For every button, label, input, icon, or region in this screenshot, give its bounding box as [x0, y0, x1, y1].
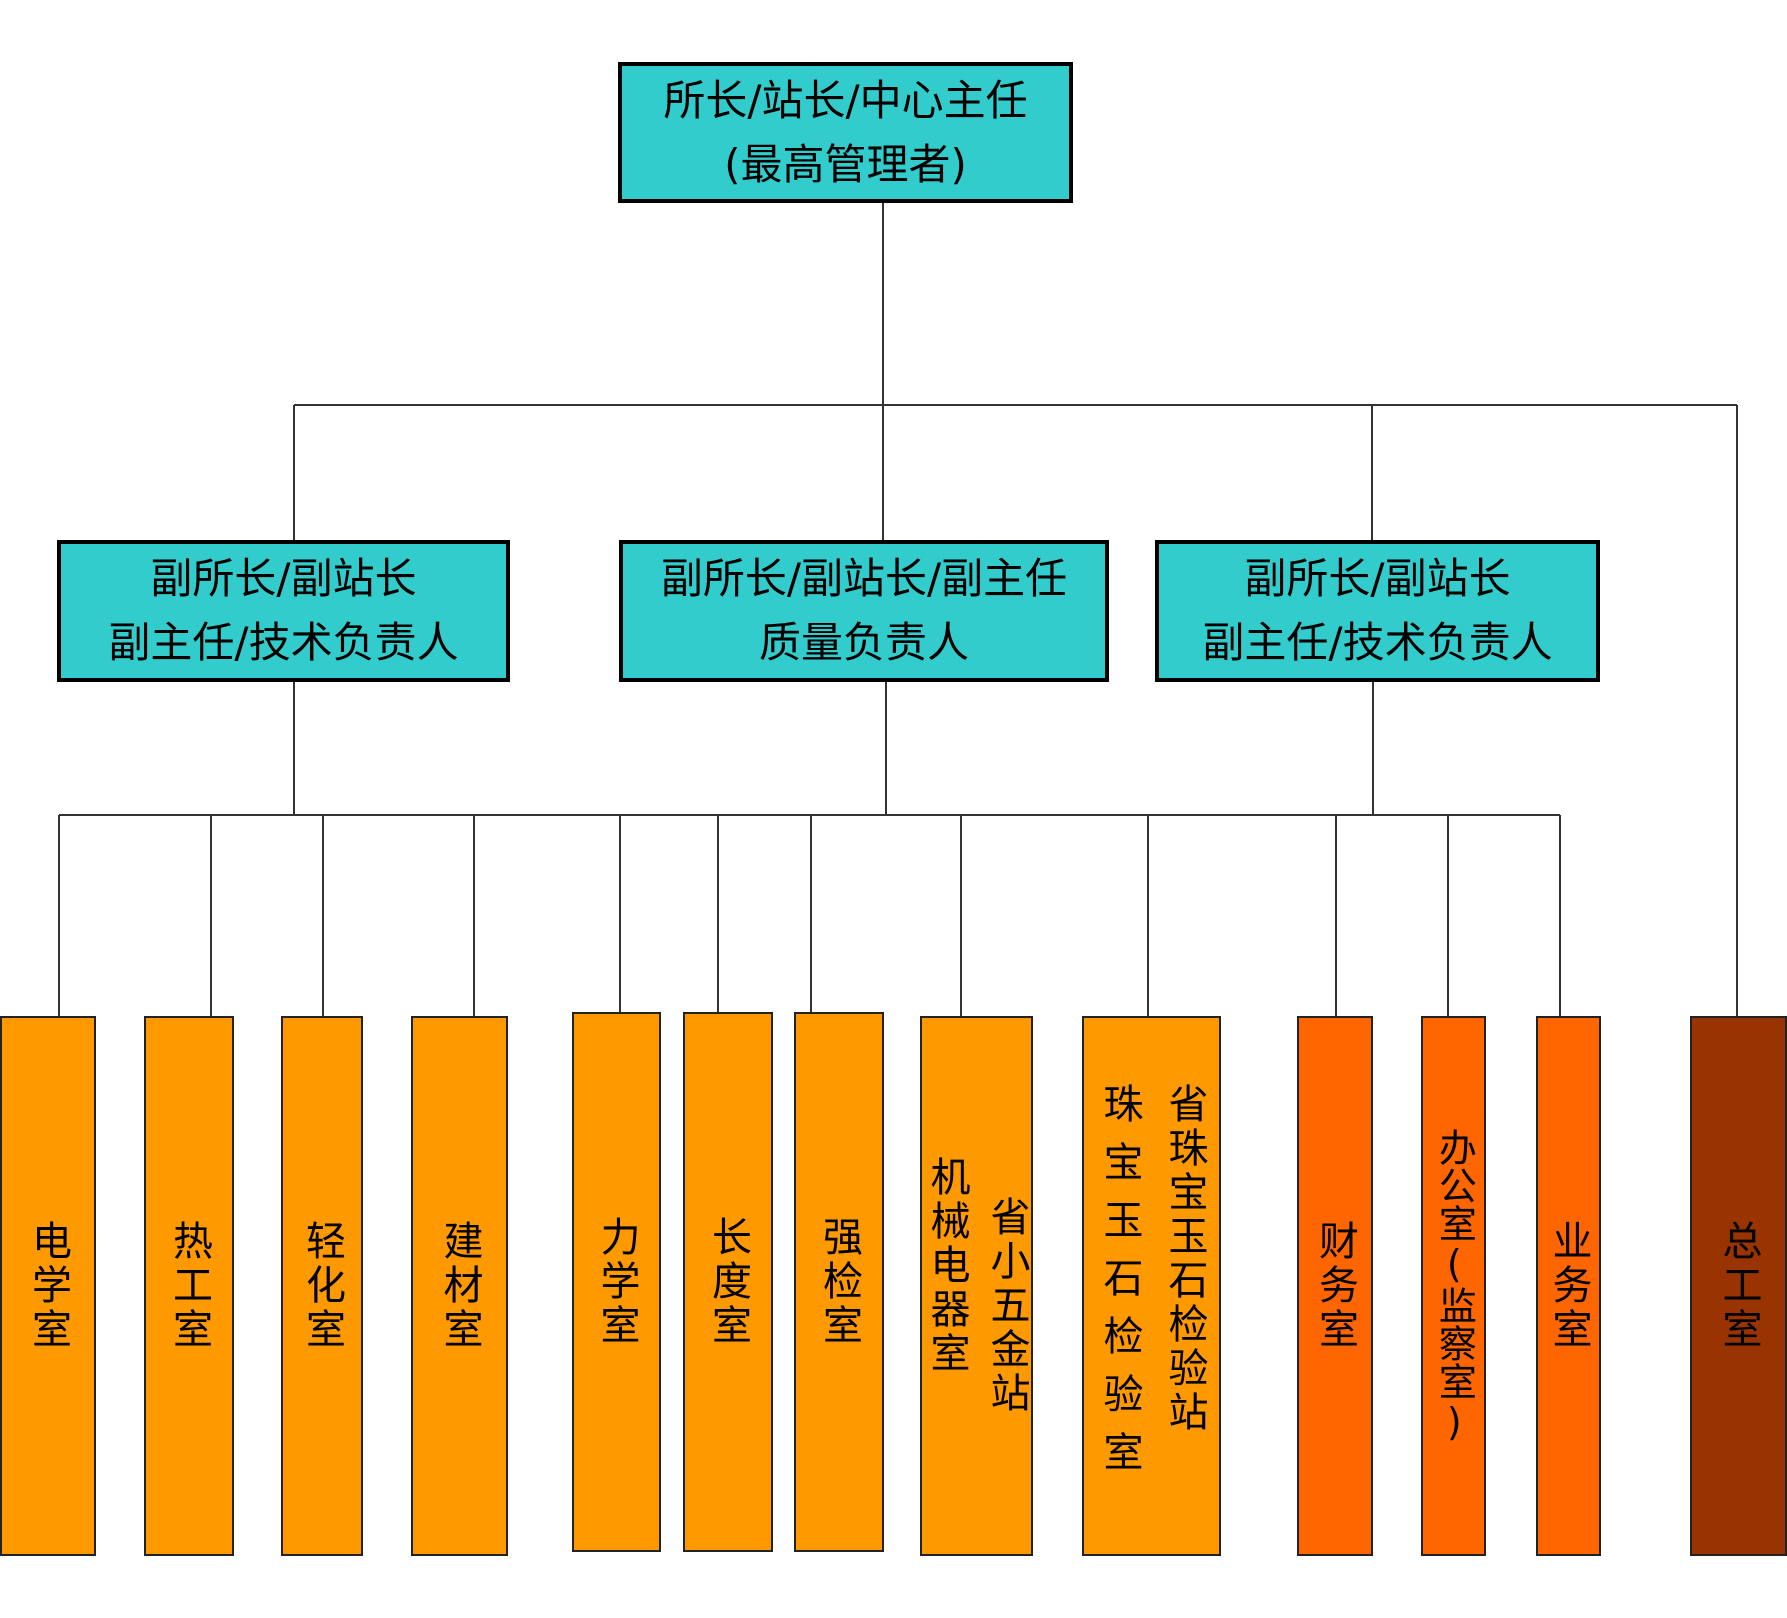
- dept-compulsory-inspection: 强检室: [794, 1012, 884, 1552]
- deputy-technical-box-right: 副所长/副站长 副主任/技术负责人: [1155, 540, 1600, 682]
- deputy-role: 副主任/技术负责人: [1202, 618, 1553, 667]
- dept-chief-engineer: 总工室: [1690, 1016, 1787, 1556]
- dept-electrical: 电学室: [0, 1016, 96, 1556]
- dept-light-chemical: 轻化室: [281, 1016, 363, 1556]
- dept-station-label: 省小五金站: [983, 1196, 1030, 1416]
- deputy-title: 副所长/副站长/副主任: [660, 554, 1068, 603]
- dept-label: 长度室: [705, 1216, 751, 1348]
- deputy-technical-box-left: 副所长/副站长 副主任/技术负责人: [57, 540, 510, 682]
- dept-label: 力学室: [593, 1216, 640, 1348]
- deputy-role: 副主任/技术负责人: [108, 618, 459, 667]
- dept-thermal: 热工室: [144, 1016, 234, 1556]
- dept-building-materials: 建材室: [411, 1016, 508, 1556]
- dept-finance: 财务室: [1297, 1016, 1373, 1556]
- dept-mechanics: 力学室: [572, 1012, 661, 1552]
- dept-label: 轻化室: [299, 1220, 345, 1352]
- dept-label: 建材室: [436, 1220, 483, 1352]
- dept-label: 办公室(监察室): [1432, 1128, 1477, 1444]
- dept-machinery-electrical: 省小五金站 机械电器室: [920, 1016, 1033, 1556]
- dept-label: 热工室: [166, 1220, 212, 1352]
- dept-length: 长度室: [683, 1012, 773, 1552]
- top-manager-title: 所长/站长/中心主任: [663, 75, 1028, 125]
- dept-label: 业务室: [1545, 1220, 1592, 1352]
- dept-label: 财务室: [1312, 1220, 1358, 1352]
- dept-jewelry: 省珠宝玉石检验站 珠宝玉石检验室: [1082, 1016, 1221, 1556]
- dept-label: 总工室: [1715, 1220, 1762, 1352]
- deputy-title: 副所长/副站长: [150, 554, 417, 603]
- deputy-role: 质量负责人: [758, 618, 969, 667]
- dept-business: 业务室: [1536, 1016, 1601, 1556]
- dept-office: 办公室(监察室): [1421, 1016, 1486, 1556]
- deputy-quality-box: 副所长/副站长/副主任 质量负责人: [619, 540, 1109, 682]
- dept-label: 强检室: [816, 1216, 862, 1348]
- top-manager-box: 所长/站长/中心主任 (最高管理者): [618, 62, 1073, 203]
- top-manager-subtitle: (最高管理者): [724, 139, 967, 189]
- deputy-title: 副所长/副站长: [1244, 554, 1511, 603]
- dept-label: 珠宝玉石检验室: [1096, 1083, 1143, 1489]
- dept-label: 电学室: [25, 1220, 71, 1352]
- dept-label: 机械电器室: [923, 1156, 970, 1376]
- dept-station-label: 省珠宝玉石检验站: [1161, 1083, 1208, 1435]
